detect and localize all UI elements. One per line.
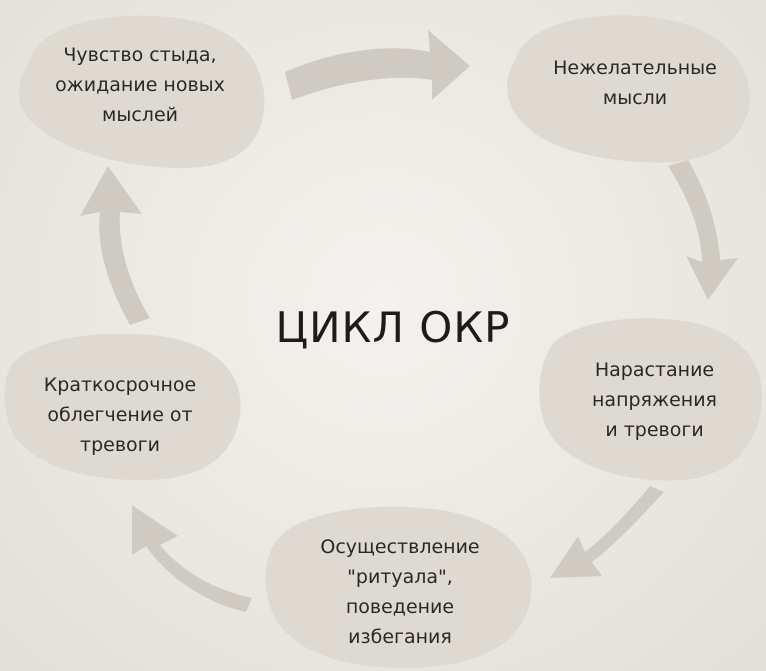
node-relief-line: Краткосрочное	[43, 374, 197, 396]
curved-arrow-icon	[80, 166, 150, 325]
blob-thoughts	[506, 15, 750, 163]
node-ritual: Осуществление "ритуала", поведение избег…	[280, 532, 520, 652]
node-ritual-line: Осуществление	[320, 536, 480, 558]
node-tension: Нарастание напряжения и тревоги	[552, 355, 757, 445]
node-thoughts: Нежелательные мысли	[520, 53, 750, 113]
node-tension-line: и тревоги	[605, 419, 704, 441]
blob-shame	[18, 15, 265, 169]
node-ritual-line: "ритуала",	[347, 566, 453, 588]
node-thoughts-line: мысли	[602, 87, 668, 109]
node-tension-line: Нарастание	[594, 359, 715, 381]
node-shame-line: Чувство стыда,	[63, 44, 217, 66]
node-ritual-line: поведение	[345, 596, 455, 618]
blob-relief	[4, 333, 241, 481]
curved-arrow-icon	[550, 486, 664, 578]
curved-arrow-icon	[285, 30, 470, 100]
node-relief-line: облегчение от	[47, 404, 193, 426]
node-shame-line: мыслей	[102, 104, 178, 126]
node-tension-line: напряжения	[592, 389, 717, 411]
curved-arrow-icon	[668, 160, 738, 300]
node-shame-line: ожидание новых	[55, 74, 225, 96]
blob-ritual	[265, 506, 532, 668]
blob-tension	[539, 318, 763, 481]
node-relief: Краткосрочное облегчение от тревоги	[5, 370, 235, 460]
node-relief-line: тревоги	[80, 434, 160, 456]
diagram-title: ЦИКЛ ОКР	[275, 303, 511, 352]
curved-arrow-icon	[132, 505, 252, 612]
node-thoughts-line: Нежелательные	[553, 57, 717, 79]
node-shame: Чувство стыда, ожидание новых мыслей	[25, 40, 255, 130]
node-ritual-line: избегания	[348, 626, 452, 648]
